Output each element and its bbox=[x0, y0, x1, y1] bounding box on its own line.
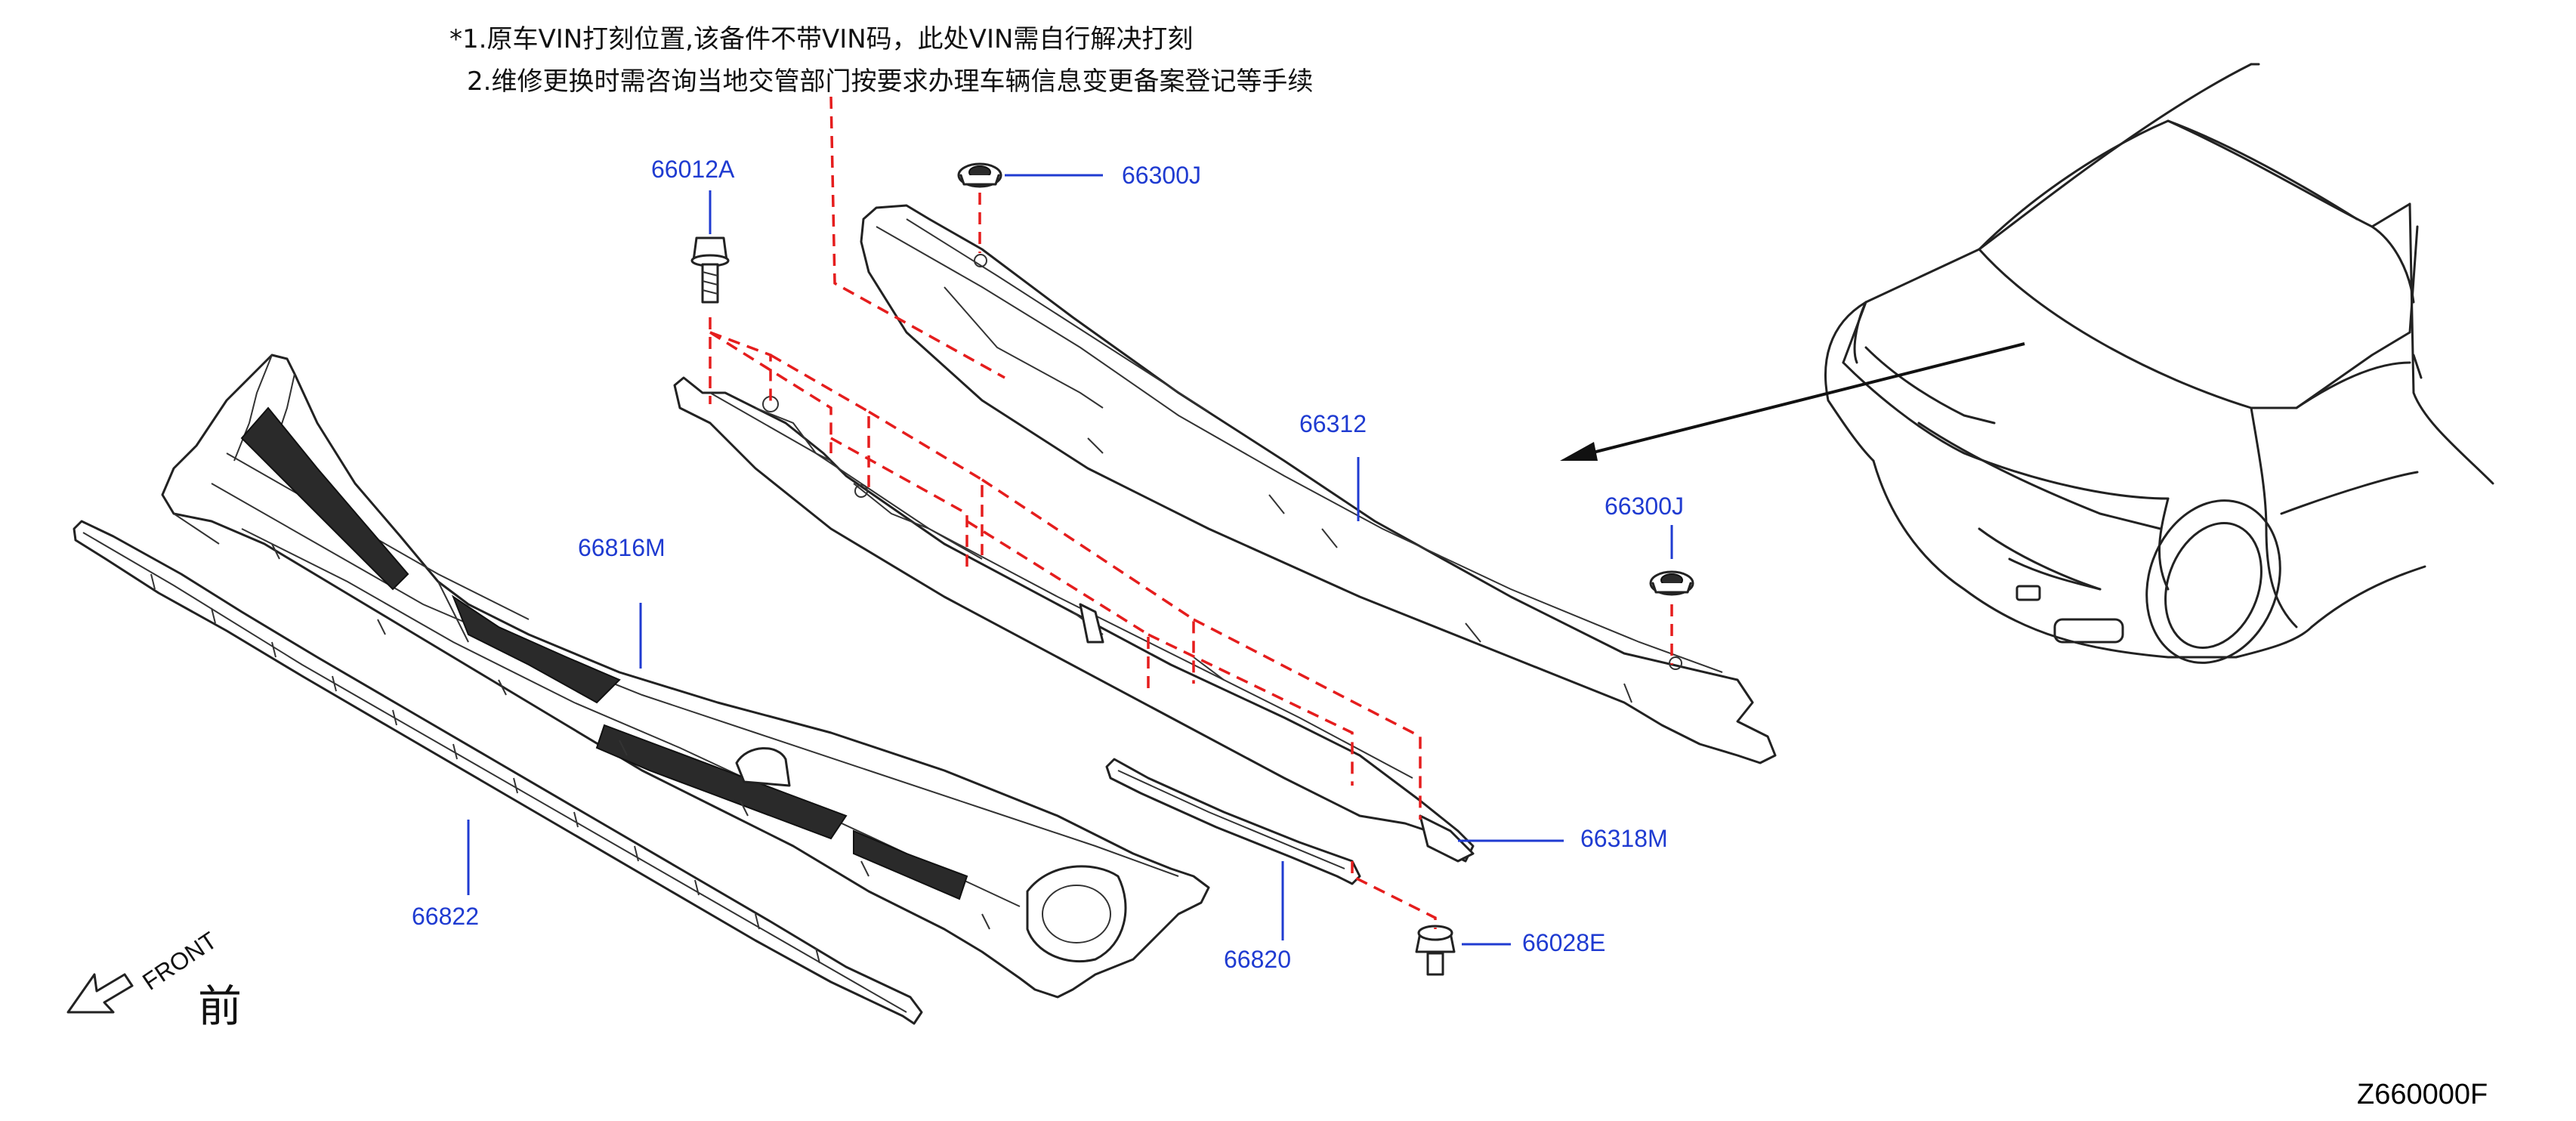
label-66822: 66822 bbox=[412, 903, 479, 930]
car-direction-arrow bbox=[1574, 342, 2025, 459]
part-66012A-bolt-drawing bbox=[690, 236, 730, 304]
car-outline-drawing bbox=[1824, 63, 2494, 664]
note-line-2: 2.维修更换时需咨询当地交管部门按要求办理车辆信息变更备案登记等手续 bbox=[467, 66, 1314, 97]
label-66012A: 66012A bbox=[651, 156, 735, 183]
part-66312-drawing bbox=[860, 204, 1777, 764]
part-66822-drawing bbox=[73, 520, 923, 1025]
label-66816M: 66816M bbox=[578, 534, 666, 561]
note-line-1: *1.原车VIN打刻位置,该备件不带VIN码，此处VIN需自行解决打刻 bbox=[449, 24, 1194, 54]
front-arrow-icon bbox=[66, 973, 134, 1014]
front-cjk-label: 前 bbox=[198, 980, 242, 1032]
label-66312: 66312 bbox=[1299, 410, 1367, 437]
red-dashed-leaders bbox=[709, 96, 1673, 929]
part-66300J-top-drawing bbox=[957, 162, 1002, 188]
part-66816M-drawing bbox=[161, 354, 1210, 999]
part-66318M-drawing bbox=[673, 376, 1475, 863]
car-direction-arrowhead bbox=[1560, 442, 1598, 461]
part-66300J-right-drawing bbox=[1649, 570, 1694, 596]
label-66300J-right: 66300J bbox=[1605, 493, 1684, 520]
part-66028E-clip-drawing bbox=[1415, 925, 1456, 976]
blue-leader-lines bbox=[467, 174, 1673, 946]
part-66820-drawing bbox=[1105, 758, 1361, 885]
diagram-code: Z660000F bbox=[2357, 1079, 2488, 1110]
label-66028E: 66028E bbox=[1522, 929, 1606, 956]
label-66300J-top: 66300J bbox=[1122, 162, 1201, 189]
label-66318M: 66318M bbox=[1580, 825, 1668, 852]
label-66820: 66820 bbox=[1224, 946, 1291, 973]
